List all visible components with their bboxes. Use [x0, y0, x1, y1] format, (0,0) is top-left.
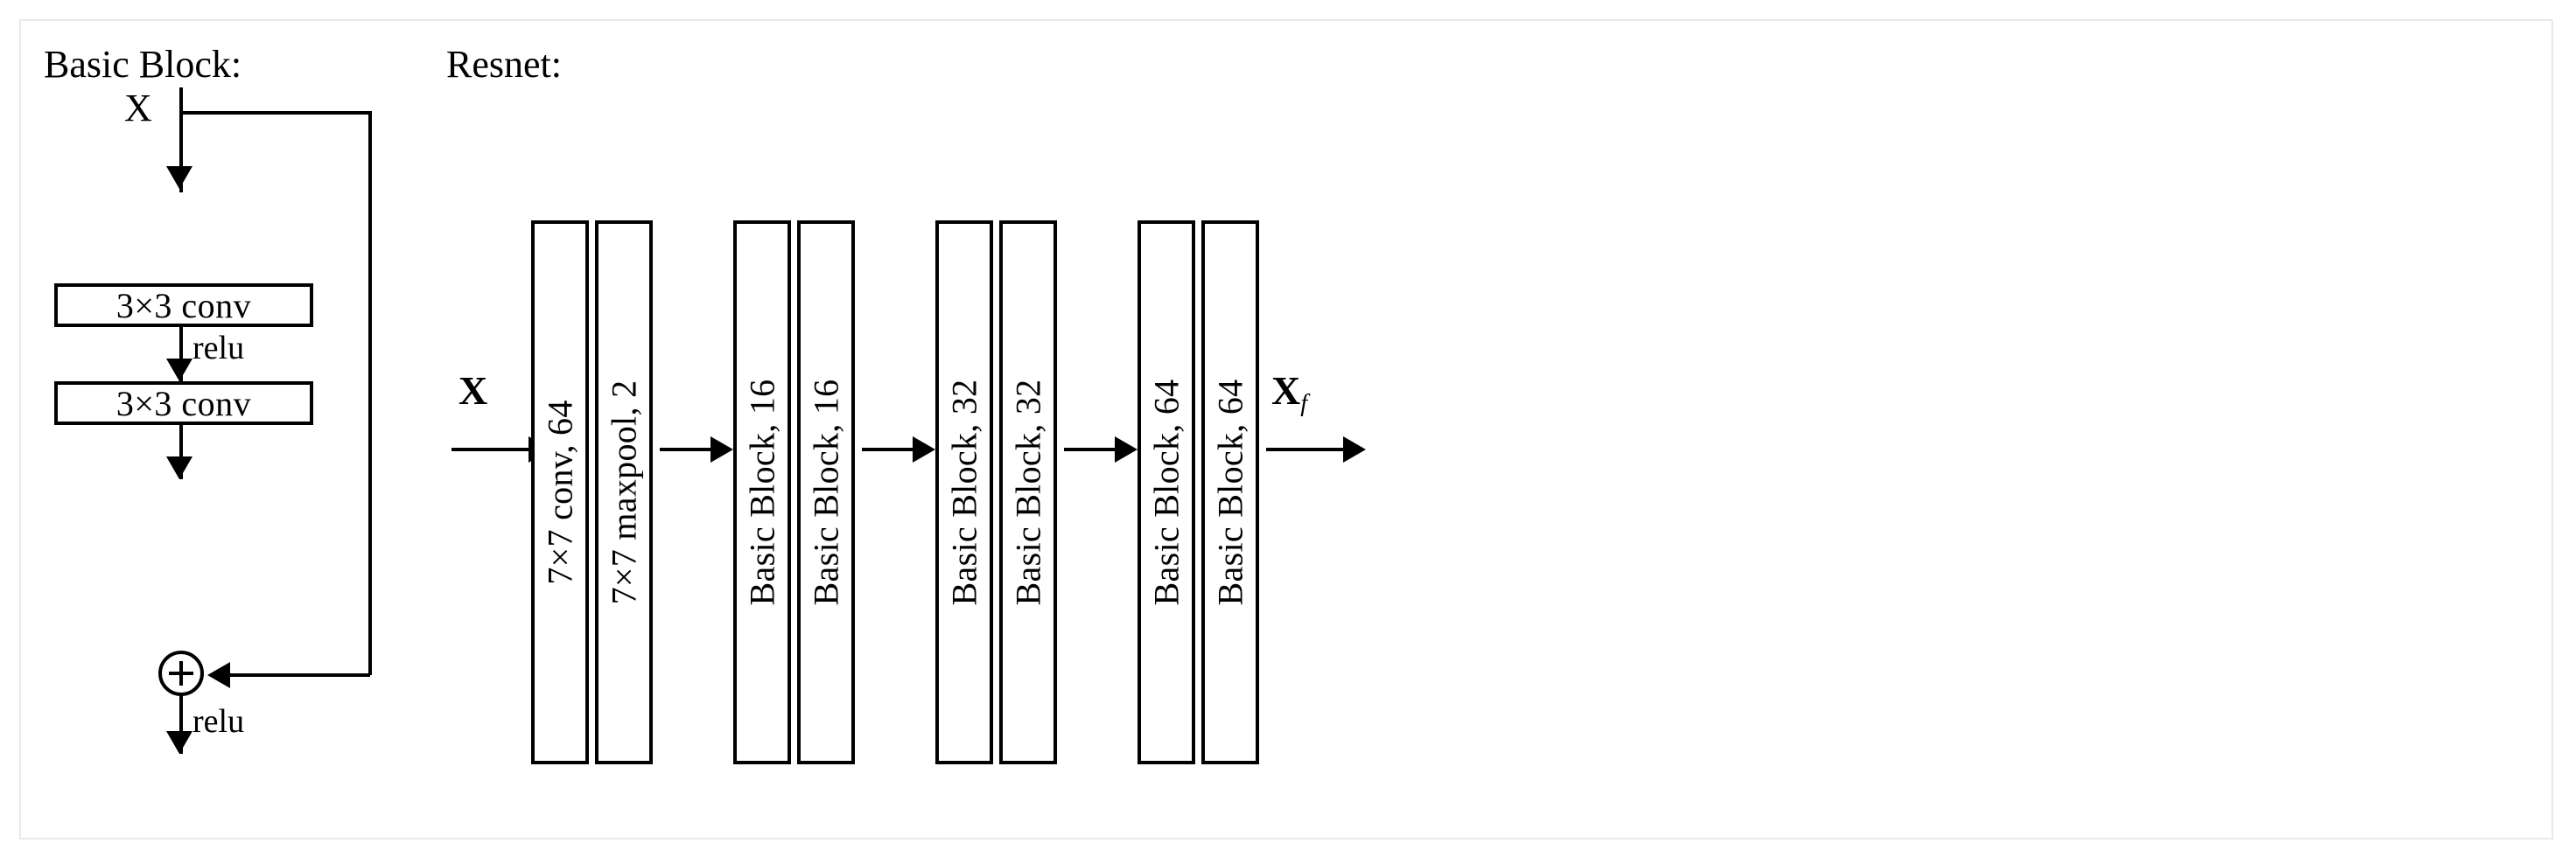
basic-block-trunk-arrowhead — [166, 166, 192, 189]
resnet-box-label: Basic Block, 64 — [1210, 379, 1250, 606]
basic-block-relu1-arrowhead — [166, 359, 192, 381]
resnet-box-label: 7×7 maxpool, 2 — [604, 380, 644, 605]
resnet-box-basicblock-32-a: Basic Block, 32 — [935, 220, 993, 764]
resnet-connector-line-3 — [1064, 448, 1118, 451]
resnet-input-line — [452, 448, 532, 451]
resnet-box-conv7x7: 7×7 conv, 64 — [531, 220, 589, 764]
resnet-connector-arrowhead-3 — [1115, 436, 1138, 463]
resnet-output-line — [1266, 448, 1347, 451]
basic-block-title: Basic Block: — [44, 43, 242, 86]
resnet-box-label: Basic Block, 16 — [742, 379, 782, 606]
resnet-connector-arrowhead-2 — [913, 436, 935, 463]
basic-block-relu2-line — [179, 696, 183, 754]
resnet-connector-line-1 — [660, 448, 714, 451]
resnet-box-basicblock-32-b: Basic Block, 32 — [999, 220, 1057, 764]
basic-block-to-add-arrowhead — [166, 456, 192, 479]
basic-block-relu2-arrowhead — [166, 731, 192, 754]
basic-block-conv2-label: 3×3 conv — [116, 383, 252, 423]
resnet-box-label: Basic Block, 32 — [944, 379, 984, 606]
resnet-connector-line-2 — [862, 448, 916, 451]
resnet-box-basicblock-16-b: Basic Block, 16 — [797, 220, 855, 764]
basic-block-trunk-line — [179, 87, 183, 192]
resnet-box-basicblock-64-a: Basic Block, 64 — [1138, 220, 1195, 764]
basic-block-input-label: X — [124, 87, 152, 129]
resnet-box-maxpool7x7: 7×7 maxpool, 2 — [595, 220, 653, 764]
basic-block-conv1-box: 3×3 conv — [54, 283, 313, 327]
skip-connection-bottom-line — [220, 673, 370, 677]
basic-block-conv2-box: 3×3 conv — [54, 381, 313, 425]
skip-connection-right-line — [368, 111, 372, 675]
basic-block-conv1-label: 3×3 conv — [116, 285, 252, 325]
resnet-title: Resnet: — [446, 43, 562, 86]
residual-add-icon — [158, 651, 204, 696]
resnet-input-label: X — [458, 368, 488, 413]
resnet-box-label: Basic Block, 32 — [1008, 379, 1048, 606]
resnet-connector-arrowhead-1 — [710, 436, 733, 463]
resnet-output-label: Xf — [1271, 371, 1307, 417]
basic-block-relu2-label: relu — [192, 703, 245, 740]
resnet-output-subscript: f — [1300, 389, 1308, 417]
resnet-box-basicblock-16-a: Basic Block, 16 — [733, 220, 791, 764]
basic-block-relu1-label: relu — [192, 330, 245, 366]
figure-frame: Basic Block: X 3×3 conv relu 3×3 conv — [19, 19, 2553, 840]
basic-block-to-add-line — [179, 425, 183, 479]
resnet-output-x: X — [1271, 368, 1301, 413]
resnet-box-basicblock-64-b: Basic Block, 64 — [1201, 220, 1259, 764]
resnet-box-label: Basic Block, 64 — [1146, 379, 1186, 606]
basic-block-relu1-line — [179, 327, 183, 381]
skip-connection-top-line — [179, 111, 372, 115]
resnet-output-arrowhead — [1343, 436, 1366, 463]
skip-connection-arrowhead — [207, 662, 230, 688]
resnet-box-label: Basic Block, 16 — [806, 379, 846, 606]
resnet-box-label: 7×7 conv, 64 — [540, 400, 580, 585]
